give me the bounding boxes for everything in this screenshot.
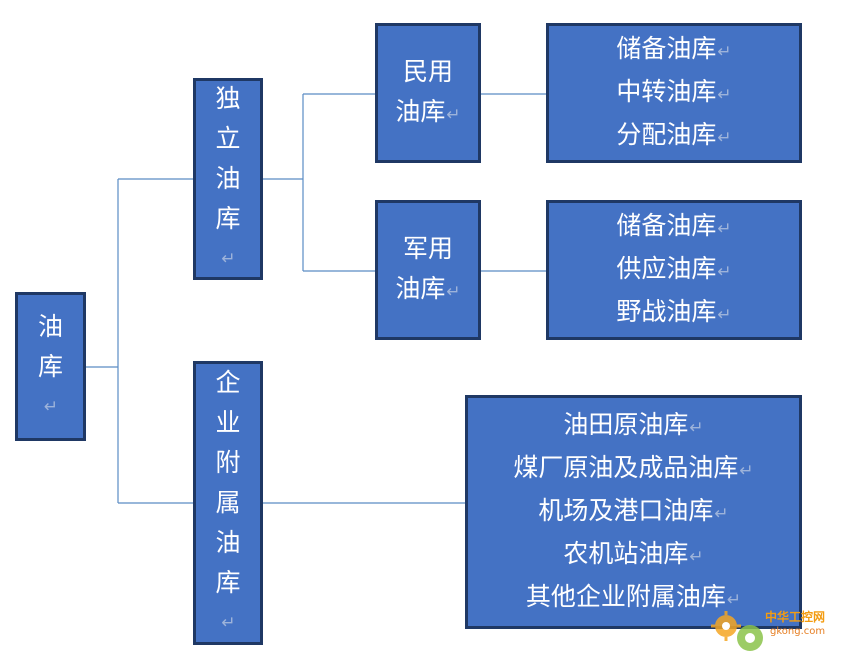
return-mark: ↵: [221, 249, 236, 269]
node-root-char: 油: [37, 311, 63, 341]
leaf-item: 供应油库: [616, 253, 717, 283]
node-civil-oil-depot: 民用 油库↵: [375, 23, 481, 163]
node-enterprise-char: 油: [215, 528, 241, 557]
node-enterprise-char: 企: [215, 368, 241, 397]
node-independent-char: 立: [215, 124, 241, 153]
return-mark: ↵: [446, 281, 461, 302]
return-mark: ↵: [717, 304, 732, 325]
leaf-item: 野战油库: [616, 296, 717, 326]
node-military-line: 军用: [402, 233, 453, 263]
leaf-item: 其他企业附属油库: [525, 581, 726, 611]
watermark-title: 中华工控网: [765, 610, 826, 624]
watermark-url: gkong.com: [770, 626, 826, 637]
return-mark: ↵: [717, 261, 732, 282]
node-enterprise-char: 附: [215, 448, 241, 477]
node-root-char: 库: [37, 351, 63, 381]
node-military-line: 油库: [395, 273, 446, 303]
return-mark: ↵: [446, 104, 461, 125]
return-mark: ↵: [714, 503, 729, 524]
leaf-item: 储备油库: [616, 33, 717, 63]
node-enterprise-leaves: 油田原油库↵ 煤厂原油及成品油库↵ 机场及港口油库↵ 农机站油库↵ 其他企业附属…: [465, 395, 802, 629]
leaf-item: 中转油库: [616, 76, 717, 106]
node-civil-line: 油库: [395, 96, 446, 126]
node-independent-char: 油: [215, 164, 241, 193]
return-mark: ↵: [717, 127, 732, 148]
return-mark: ↵: [221, 613, 236, 633]
node-civil-leaves: 储备油库↵ 中转油库↵ 分配油库↵: [546, 23, 802, 163]
gear-logo-icon: [711, 611, 763, 651]
leaf-item: 煤厂原油及成品油库: [513, 452, 739, 482]
return-mark: ↵: [689, 417, 704, 438]
leaf-item: 机场及港口油库: [538, 495, 714, 525]
return-mark: ↵: [717, 41, 732, 62]
return-mark: ↵: [717, 84, 732, 105]
return-mark: ↵: [689, 546, 704, 567]
leaf-item: 油田原油库: [563, 409, 689, 439]
node-military-leaves: 储备油库↵ 供应油库↵ 野战油库↵: [546, 200, 802, 340]
leaf-item: 储备油库: [616, 210, 717, 240]
leaf-item: 农机站油库: [563, 538, 689, 568]
node-independent-oil-depot: 独 立 油 库 ↵: [193, 78, 263, 280]
node-military-oil-depot: 军用 油库↵: [375, 200, 481, 340]
node-civil-line: 民用: [402, 56, 453, 86]
leaf-item: 分配油库: [616, 119, 717, 149]
node-root-oil-depot: 油 库 ↵: [15, 292, 86, 441]
node-enterprise-char: 业: [215, 408, 241, 437]
return-mark: ↵: [726, 589, 742, 610]
node-enterprise-oil-depot: 企 业 附 属 油 库 ↵: [193, 361, 263, 645]
return-mark: ↵: [717, 218, 732, 239]
node-enterprise-char: 属: [215, 488, 241, 517]
node-enterprise-char: 库: [215, 568, 241, 597]
node-independent-char: 独: [215, 84, 241, 113]
return-mark: ↵: [43, 396, 59, 417]
return-mark: ↵: [739, 460, 754, 481]
node-independent-char: 库: [215, 204, 241, 233]
